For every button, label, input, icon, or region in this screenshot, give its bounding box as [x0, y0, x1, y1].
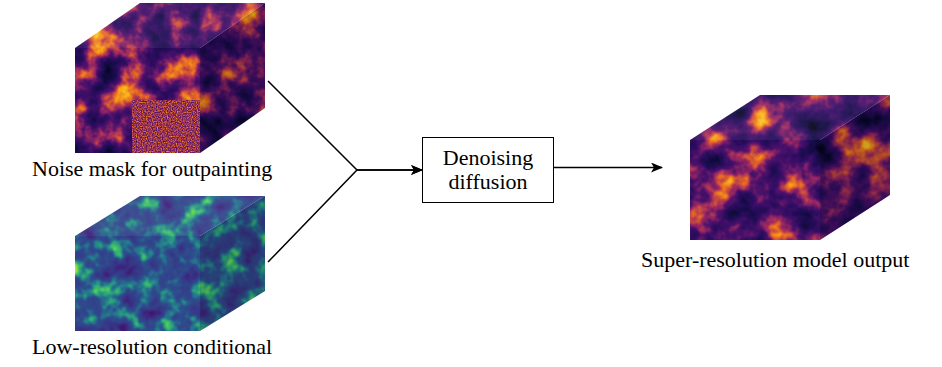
figure-caption: Low-resolution conditional: [32, 335, 272, 359]
lowres-conditional-cube: Low-resolution conditional: [75, 196, 268, 331]
process-box: Denoising diffusion: [422, 137, 554, 203]
figure-caption: Noise mask for outpainting: [32, 157, 272, 181]
output-cube: [690, 95, 890, 240]
lowres-cube: [75, 196, 265, 331]
flow-arrow: [268, 170, 422, 262]
output-cube: Super-resolution model output: [662, 95, 890, 240]
figure-caption: Super-resolution model output: [641, 248, 909, 272]
box-label: Denoising diffusion: [433, 146, 543, 194]
noise-mask-cube: Noise mask for outpainting: [75, 3, 268, 153]
flow-arrow: [268, 81, 422, 170]
flow-arrow: [554, 167, 662, 169]
density-cube: [75, 3, 265, 153]
